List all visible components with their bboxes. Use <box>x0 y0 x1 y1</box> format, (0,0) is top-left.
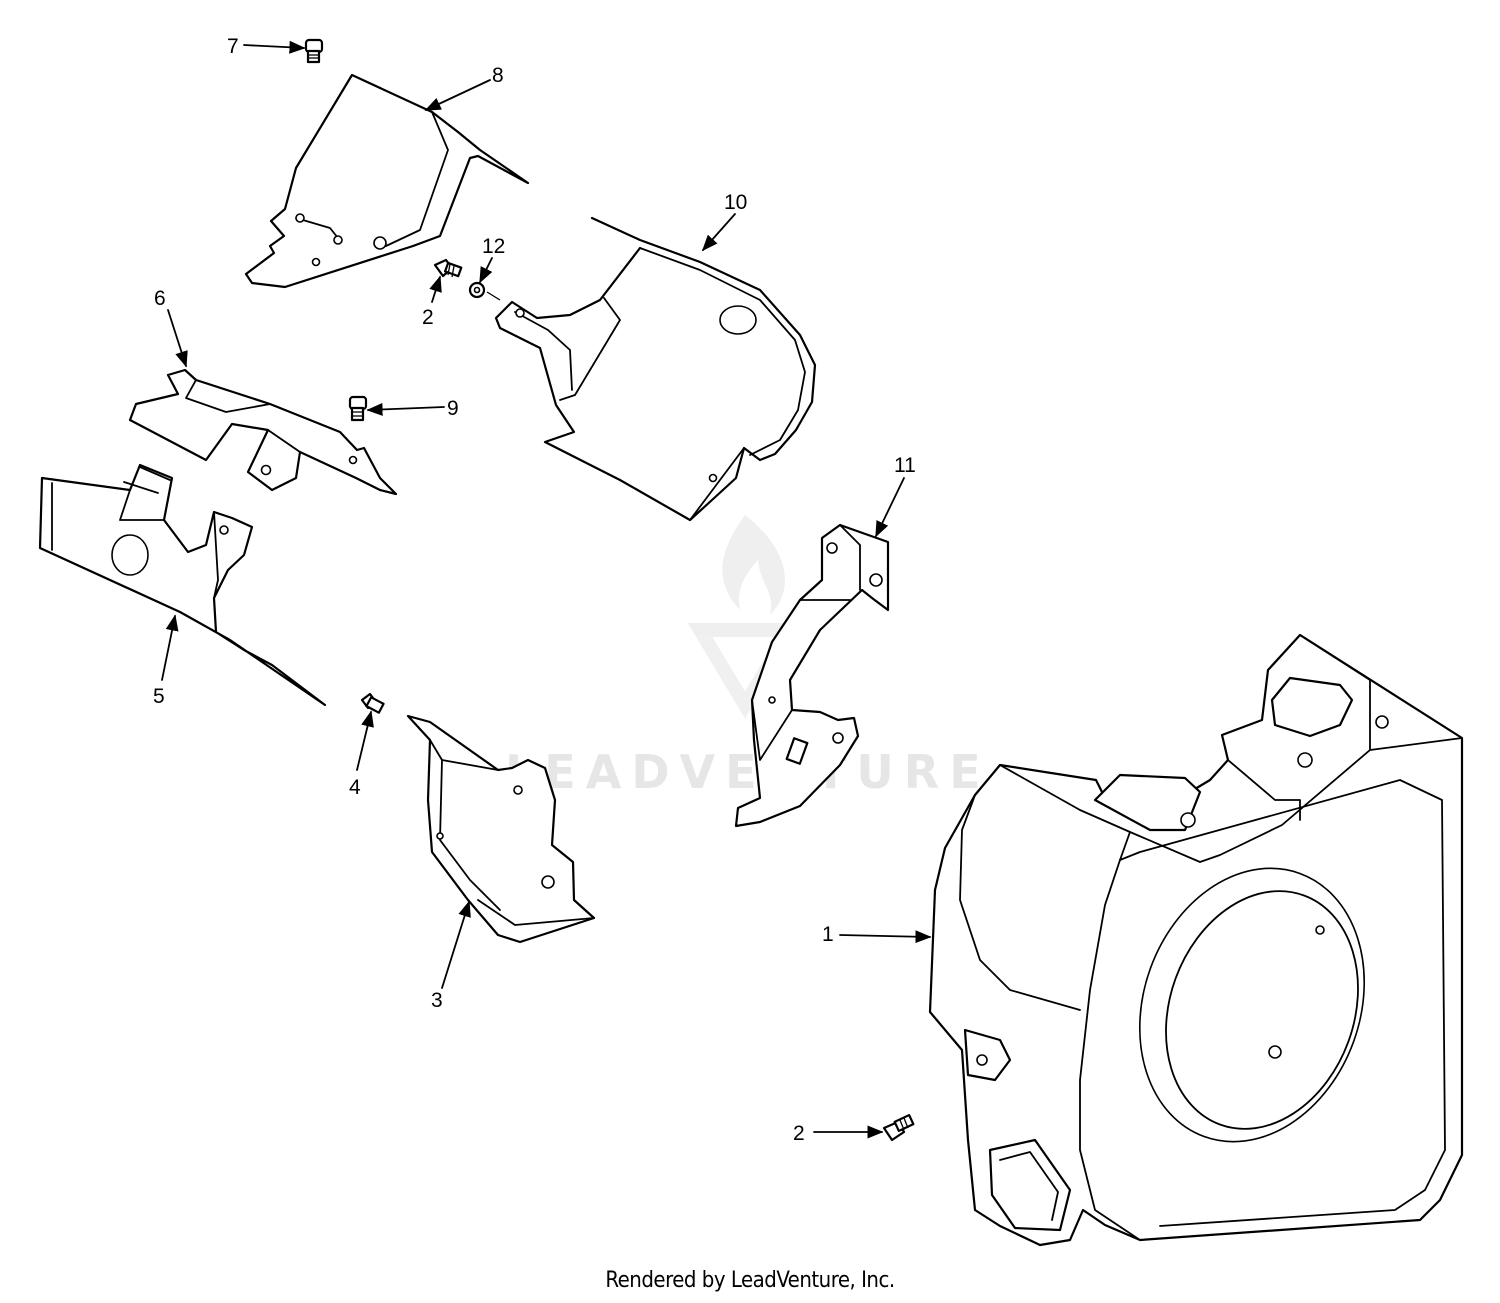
part-9-bolt <box>348 395 368 422</box>
callout-8: 8 <box>492 64 504 87</box>
part-3-bracket <box>406 714 596 944</box>
callout-labels: 7 8 10 12 2 6 9 11 5 4 3 1 2 <box>153 35 916 1145</box>
callout-1: 1 <box>822 923 834 946</box>
watermark: LEADVENTURE <box>505 515 991 799</box>
callout-5: 5 <box>153 685 165 708</box>
callout-12: 12 <box>482 235 505 258</box>
callout-2-upper: 2 <box>422 306 434 329</box>
callout-2-lower: 2 <box>793 1122 805 1145</box>
leader-9 <box>366 402 445 416</box>
leader-12 <box>479 257 493 284</box>
part-2-bolt-lower <box>882 1113 915 1142</box>
leader-2-upper <box>429 275 442 303</box>
callout-3: 3 <box>431 989 443 1012</box>
part-4-bolt <box>360 692 385 714</box>
leader-lines <box>161 40 932 1139</box>
part-1-blower-housing <box>928 633 1464 1247</box>
leader-11 <box>875 477 905 538</box>
part-11-bracket <box>734 523 890 828</box>
part-6-bracket <box>128 368 398 496</box>
footer-credit: Rendered by LeadVenture, Inc. <box>605 1268 895 1293</box>
callout-11: 11 <box>894 454 916 477</box>
leader-5 <box>161 614 179 681</box>
callout-10: 10 <box>724 191 747 214</box>
callout-4: 4 <box>349 776 361 799</box>
leader-3 <box>441 900 471 989</box>
callout-6: 6 <box>154 287 166 310</box>
leader-7 <box>243 40 306 54</box>
part-8-shroud <box>244 73 530 289</box>
part-2-bolt-upper <box>433 258 463 278</box>
leader-4 <box>356 710 374 771</box>
part-7-bolt <box>304 38 324 64</box>
leader-1 <box>839 930 932 944</box>
part-5-baffle <box>38 463 327 707</box>
part-12-nut <box>468 281 501 301</box>
callout-9: 9 <box>447 397 459 420</box>
part-10-baffle <box>494 216 817 522</box>
callout-7: 7 <box>227 35 239 58</box>
leader-6 <box>167 309 188 368</box>
leader-8 <box>424 79 491 111</box>
leader-10 <box>701 213 736 252</box>
watermark-text: LEADVENTURE <box>505 745 991 799</box>
